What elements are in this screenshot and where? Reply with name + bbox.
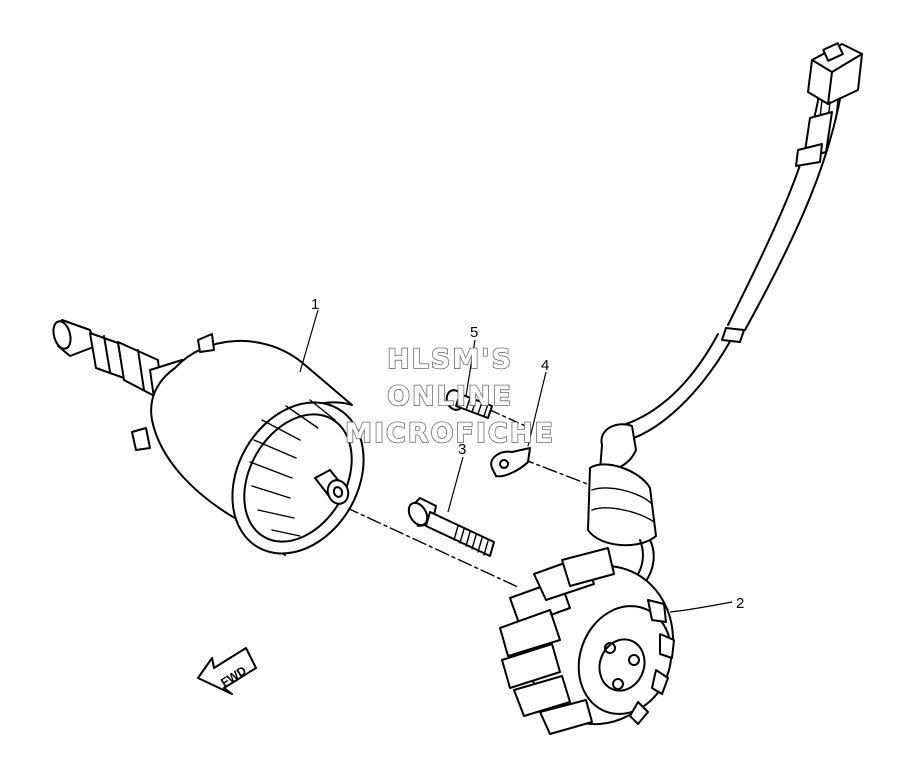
centre-axis-line (344, 506, 521, 589)
watermark-line-1: HLSM'S (387, 344, 513, 375)
watermark-line-3: MICROFICHE (345, 418, 555, 449)
bolt-part (407, 497, 495, 557)
callout-4: 4 (541, 357, 549, 374)
watermark-line-2: ONLINE (387, 381, 513, 412)
callout-leader-2 (669, 601, 733, 613)
callout-1: 1 (311, 296, 319, 313)
lead-holder-bracket-part (490, 447, 531, 478)
screw-axis-line (489, 409, 531, 429)
coupler-connector (795, 42, 863, 167)
callout-leader-1 (299, 309, 319, 373)
callout-2: 2 (736, 595, 744, 612)
callout-5: 5 (470, 324, 478, 341)
rotor-part (52, 319, 365, 556)
bracket-axis-line (519, 457, 591, 486)
fwd-direction-arrow: FWD (197, 647, 257, 695)
stator-coil-part (499, 87, 843, 735)
callout-leader-5 (465, 339, 476, 397)
screw-part (445, 389, 493, 419)
callout-3: 3 (458, 441, 466, 458)
callout-leader-4 (527, 371, 547, 447)
callout-leader-3 (447, 456, 464, 513)
